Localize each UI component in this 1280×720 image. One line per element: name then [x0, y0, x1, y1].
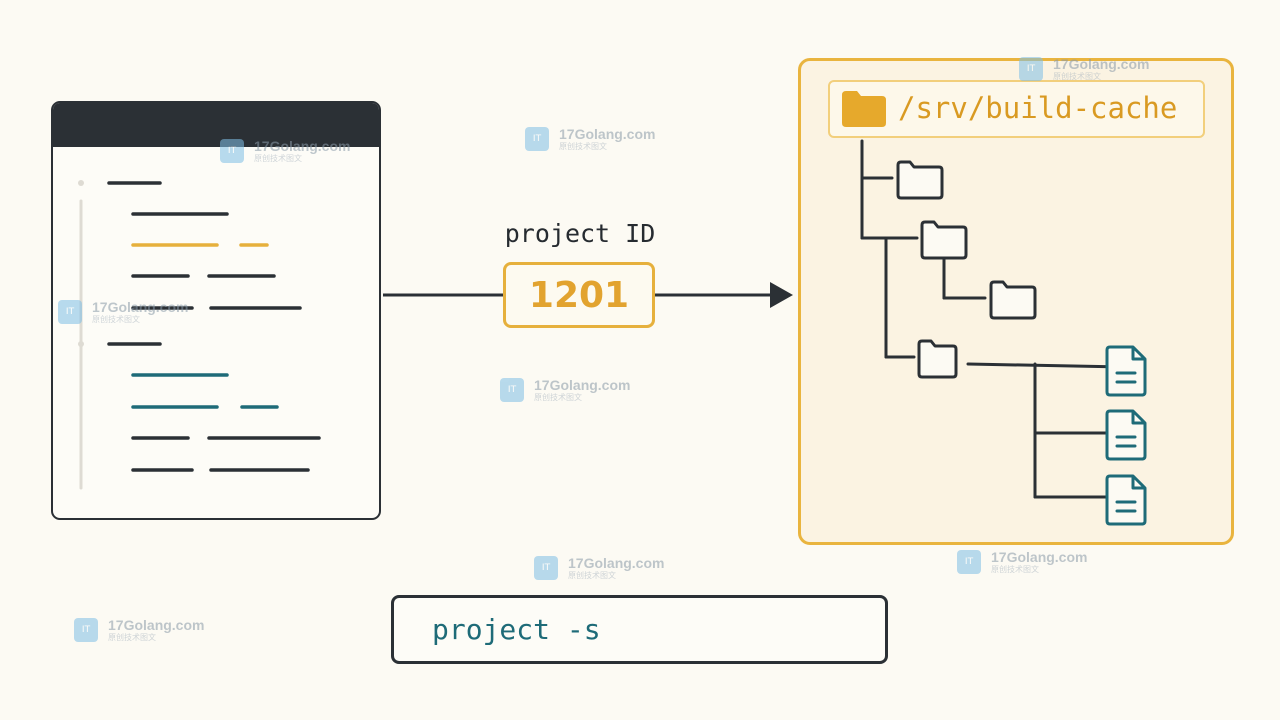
watermark-logo-icon: IT [500, 378, 524, 402]
watermark-subtext: 原创技术图文 [92, 315, 140, 324]
watermark-text: 17Golang.com [1053, 56, 1150, 72]
watermark-logo-icon: IT [1019, 57, 1043, 81]
folder-outline-icon [989, 280, 1037, 320]
watermark-text: 17Golang.com [559, 126, 656, 142]
watermark-text: 17Golang.com [254, 138, 351, 154]
watermark-text: 17Golang.com [568, 555, 665, 571]
watermark-text: 17Golang.com [92, 299, 189, 315]
watermark-text: 17Golang.com [108, 617, 205, 633]
cache-path-header [828, 80, 1205, 138]
watermark-logo-icon: IT [525, 127, 549, 151]
document-icon [1105, 345, 1147, 397]
project-id-box: 1201 [503, 262, 655, 328]
code-editor-window [51, 101, 381, 520]
arrow-label: project ID [504, 219, 656, 248]
watermark-subtext: 原创技术图文 [108, 633, 156, 642]
editor-titlebar [53, 103, 379, 147]
watermark-logo-icon: IT [58, 300, 82, 324]
folder-outline-icon [896, 160, 944, 200]
cache-path-text: /srv/build-cache [898, 91, 1178, 125]
terminal-command-text: project -s [432, 613, 601, 646]
watermark-text: 17Golang.com [534, 377, 631, 393]
terminal-command-box [391, 595, 888, 664]
code-lines [78, 180, 321, 490]
watermark-subtext: 原创技术图文 [991, 565, 1039, 574]
watermark-subtext: 原创技术图文 [1053, 72, 1101, 81]
watermark-logo-icon: IT [220, 139, 244, 163]
folder-outline-icon [920, 220, 968, 260]
watermark-subtext: 原创技术图文 [568, 571, 616, 580]
watermark-text: 17Golang.com [991, 549, 1088, 565]
document-icon [1105, 474, 1147, 526]
watermark-subtext: 原创技术图文 [254, 154, 302, 163]
watermark-logo-icon: IT [74, 618, 98, 642]
folder-icon [842, 91, 886, 127]
watermark-subtext: 原创技术图文 [534, 393, 582, 402]
document-icon [1105, 409, 1147, 461]
arrowhead-icon [770, 282, 793, 308]
folder-outline-icon [917, 339, 958, 379]
watermark-logo-icon: IT [957, 550, 981, 574]
watermark-logo-icon: IT [534, 556, 558, 580]
watermark-subtext: 原创技术图文 [559, 142, 607, 151]
project-id-value: 1201 [528, 274, 630, 316]
